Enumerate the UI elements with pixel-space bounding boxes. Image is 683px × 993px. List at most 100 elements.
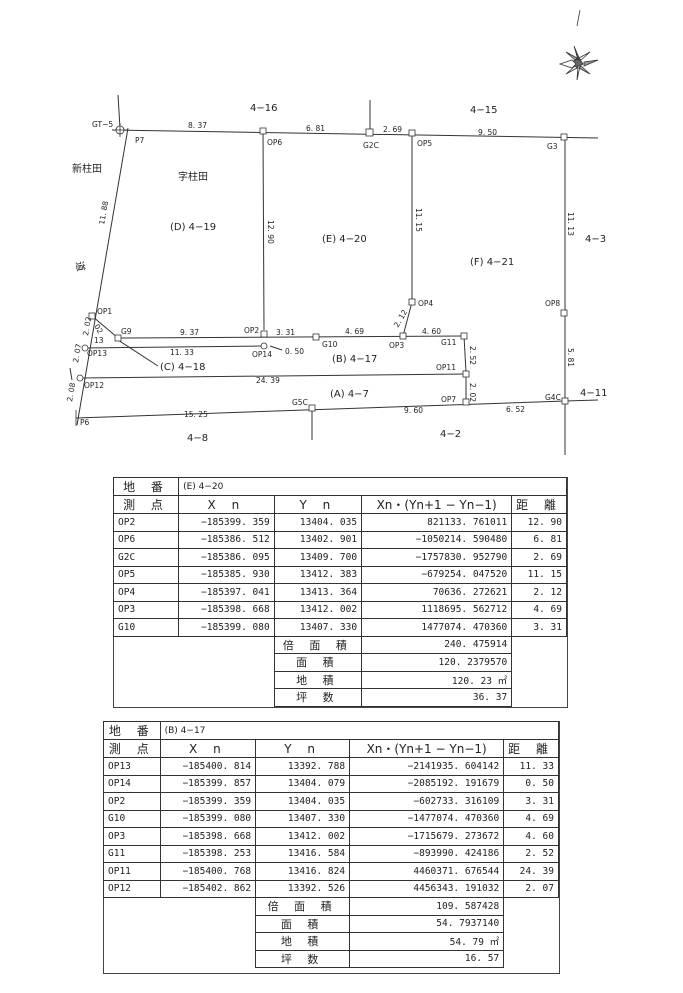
table-cell: −185399. 080 xyxy=(159,809,257,828)
table-cell: −893990. 424186 xyxy=(349,844,505,863)
point-op13: OP13 xyxy=(87,349,107,358)
table-cell: 4. 69 xyxy=(511,600,567,619)
table-cell: 13404. 035 xyxy=(273,513,363,532)
point-g10: G10 xyxy=(322,340,338,349)
parcel-road: 道 xyxy=(73,260,88,272)
table-cell: −185386. 095 xyxy=(178,548,275,567)
table-row: OP14 −185399. 857 13404. 079 −2085192. 1… xyxy=(103,774,559,793)
dist-3-31: 3. 31 xyxy=(276,328,295,337)
point-op7: OP7 xyxy=(441,395,456,404)
table-e-blank xyxy=(114,689,275,707)
table-row: OP4 −185397. 041 13413. 364 70636. 27262… xyxy=(112,583,567,602)
table-cell: −1715679. 273672 xyxy=(349,827,505,846)
parcel-4-8: 4−8 xyxy=(187,433,208,444)
dist-4-60: 4. 60 xyxy=(422,327,441,336)
table-row: OP2 −185399. 359 13404. 035 −602733. 316… xyxy=(103,792,559,811)
table-cell: OP14 xyxy=(103,774,161,793)
table-cell: 13392. 526 xyxy=(255,879,351,898)
dist-0-50: 0. 50 xyxy=(285,347,304,356)
table-cell: 821133. 761011 xyxy=(361,513,513,532)
point-op1: OP1 xyxy=(97,307,112,316)
table-e-blank-right xyxy=(512,636,567,654)
table-cell: 2. 07 xyxy=(503,879,559,898)
point-g11: G11 xyxy=(441,338,457,347)
table-b-blank xyxy=(104,915,256,933)
table-cell: 1477074. 470360 xyxy=(361,618,513,637)
table-b-chiban-label: 地 番 xyxy=(103,721,161,740)
table-cell: 2. 12 xyxy=(511,583,567,602)
dist-11-33: 11. 33 xyxy=(170,348,194,357)
table-b-blank-right xyxy=(504,898,559,916)
table-row: OP3 −185398. 668 13412. 002 −1715679. 27… xyxy=(103,827,559,846)
table-cell: OP11 xyxy=(103,862,161,881)
table-b-blank xyxy=(104,933,256,951)
dist-11-15: 11. 15 xyxy=(414,208,423,232)
parcel-f-4-21: (F) 4−21 xyxy=(470,257,514,268)
table-e-sum-label-2: 面 積 xyxy=(273,653,363,672)
point-g5c: G5C xyxy=(292,398,308,407)
parcel-labels: 4−16 4−15 新柱田 字柱田 道 (D) 4−19 (E) 4−20 (F… xyxy=(72,103,607,444)
table-cell: 13404. 035 xyxy=(255,792,351,811)
table-b-blank-right xyxy=(504,950,559,968)
table-cell: G2C xyxy=(112,548,180,567)
point-g4c: G4C xyxy=(545,393,561,402)
parcel-e-4-20: (E) 4−20 xyxy=(322,234,367,245)
table-b-chiban-value: (B) 4−17 xyxy=(159,721,560,740)
table-e-col-yn: Y n xyxy=(273,495,363,514)
table-b-sum-value-3: 54. 79 ㎡ xyxy=(349,932,505,951)
table-b-sum-value-1: 109. 587428 xyxy=(349,897,505,916)
survey-markers xyxy=(75,123,569,426)
table-b-sum-value-2: 54. 7937140 xyxy=(349,914,505,933)
table-e-blank-right xyxy=(512,671,567,689)
point-op4: OP4 xyxy=(418,299,433,308)
parcel-4-11: 4−11 xyxy=(580,388,607,399)
table-cell: 4456343. 191032 xyxy=(349,879,505,898)
dist-9-60: 9. 60 xyxy=(404,406,423,415)
dist-2-12: 2. 12 xyxy=(392,308,409,329)
table-cell: 3. 31 xyxy=(503,792,559,811)
dist-4-69: 4. 69 xyxy=(345,327,364,336)
table-cell: 13402. 901 xyxy=(273,530,363,549)
table-cell: −185398. 253 xyxy=(159,844,257,863)
table-row: OP3 −185398. 668 13412. 002 1118695. 562… xyxy=(112,600,567,619)
table-cell: −2141935. 604142 xyxy=(349,757,505,776)
point-op5: OP5 xyxy=(417,139,432,148)
parcel-4-3: 4−3 xyxy=(585,234,606,245)
table-cell: −679254. 047520 xyxy=(361,565,513,584)
table-cell: −2085192. 191679 xyxy=(349,774,505,793)
table-cell: OP4 xyxy=(112,583,180,602)
table-b-sum-label-4: 坪 数 xyxy=(255,949,351,968)
compass-icon xyxy=(558,9,599,81)
table-cell: 70636. 272621 xyxy=(361,583,513,602)
table-row: OP5 −185385. 930 13412. 383 −679254. 047… xyxy=(112,565,567,584)
table-cell: 2. 52 xyxy=(503,844,559,863)
table-b-blank-right xyxy=(504,915,559,933)
point-gt5: GT−5 xyxy=(92,120,113,129)
parcel-aza: 字柱田 xyxy=(178,170,208,183)
table-cell: 13409. 700 xyxy=(273,548,363,567)
table-cell: OP12 xyxy=(103,879,161,898)
dist-02: 02 xyxy=(92,323,105,336)
parcel-4-16: 4−16 xyxy=(250,103,277,114)
table-cell: 0. 50 xyxy=(503,774,559,793)
table-cell: 4460371. 676544 xyxy=(349,862,505,881)
table-e-sum-label-3: 地 積 xyxy=(273,670,363,689)
parcel-4-15: 4−15 xyxy=(470,105,497,116)
parcel-boundaries xyxy=(69,94,599,455)
point-g9: G9 xyxy=(121,327,132,336)
table-row: G11 −185398. 253 13416. 584 −893990. 424… xyxy=(103,844,559,863)
table-e-blank-right xyxy=(512,689,567,707)
table-cell: OP13 xyxy=(103,757,161,776)
table-cell: 13412. 002 xyxy=(273,600,363,619)
table-cell: OP2 xyxy=(112,513,180,532)
dist-15-25: 15. 25 xyxy=(184,410,208,419)
parcel-b-4-17: (B) 4−17 xyxy=(332,354,377,365)
point-op8: OP8 xyxy=(545,299,560,308)
table-e-blank xyxy=(114,654,275,672)
table-e-col-formula: Xn・(Yn+1 − Yn−1) xyxy=(361,495,513,514)
dist-11-13: 11. 13 xyxy=(566,212,575,236)
table-cell: −185386. 512 xyxy=(178,530,275,549)
table-cell: −185398. 668 xyxy=(178,600,275,619)
table-cell: 13412. 002 xyxy=(255,827,351,846)
dist-2-08: 2. 08 xyxy=(65,382,77,403)
